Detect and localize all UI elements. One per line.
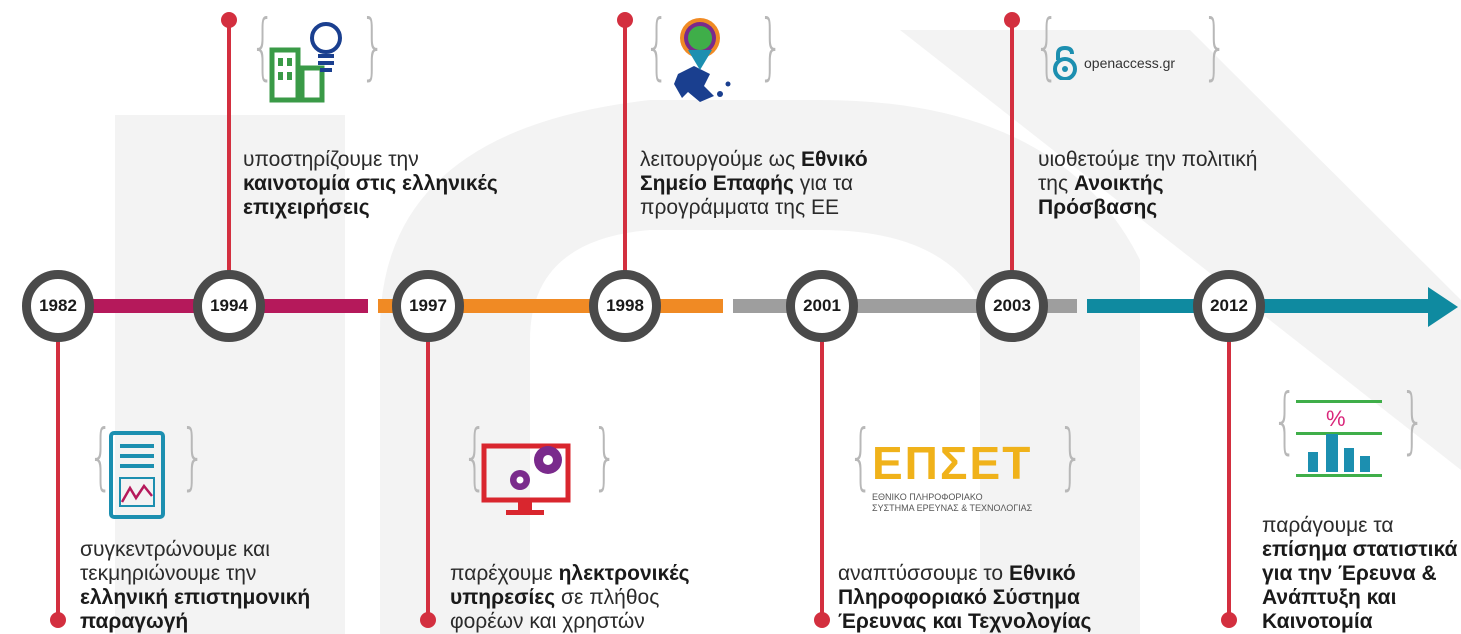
milestone-text-bold: ελληνική επιστημονική παραγωγή (80, 586, 311, 633)
year-label: 1997 (409, 296, 447, 315)
milestone-text-bold: ηλεκτρονικές υπηρεσίες (450, 562, 690, 609)
year-circle-1994: 1994 (193, 270, 265, 342)
milestone-text-normal: παράγουμε τα (1262, 514, 1394, 537)
percent-sign: % (1326, 406, 1346, 431)
epset-logo-line1: ΕΘΝΙΚΟ ΠΛΗΡΟΦΟΡΙΑΚΟ (872, 492, 983, 502)
milestone-text-normal: σε πλήθος φορέων και χρηστών (450, 586, 660, 633)
brace-right: } (180, 414, 206, 498)
year-label: 2001 (803, 296, 841, 315)
stem-1997 (426, 340, 430, 618)
statistics-chart-icon: % (1296, 400, 1382, 477)
milestone-text-bold: επίσημα στατιστικά για την Έρευνα & Ανάπ… (1262, 538, 1458, 633)
stem-1982 (56, 340, 60, 618)
document-chart-icon (109, 431, 165, 519)
openaccess-label: openaccess.gr (1084, 55, 1176, 71)
dot-1998 (617, 12, 633, 28)
milestone-text-normal: υποστηρίζουμε την (243, 148, 419, 171)
dot-1982 (50, 612, 66, 628)
dot-1997 (420, 612, 436, 628)
brace-left: { (848, 414, 874, 498)
milestone-text-bold: Εθνικό Πληροφοριακό Σύστημα Έρευνας και … (838, 562, 1092, 633)
dot-2003 (1004, 12, 1020, 28)
stem-2003 (1010, 22, 1014, 272)
milestone-text-1982: συγκεντρώνουμε και τεκμηριώνουμε την ελλ… (80, 538, 340, 634)
stem-2001 (820, 340, 824, 618)
year-label: 1998 (606, 296, 644, 315)
milestone-text-normal: λειτουργούμε ως (640, 148, 796, 171)
milestone-text-2003: υιοθετούμε την πολιτική της Ανοικτής Πρό… (1038, 148, 1268, 220)
milestone-text-normal: παρέχουμε (450, 562, 553, 585)
year-circle-2003: 2003 (976, 270, 1048, 342)
milestone-text-normal: συγκεντρώνουμε και τεκμηριώνουμε την (80, 538, 270, 585)
building-lightbulb-icon (269, 22, 342, 103)
brace-left: { (1272, 378, 1298, 462)
year-circle-1982: 1982 (22, 270, 94, 342)
year-circle-2012: 2012 (1193, 270, 1265, 342)
monitor-gears-icon (481, 443, 571, 515)
open-access-icon: openaccess.gr (1052, 46, 1175, 80)
dot-2012 (1221, 612, 1237, 628)
epset-logo-title: ΕΠΣΕΤ (872, 437, 1033, 489)
brace-right: } (360, 4, 386, 88)
epset-logo: ΕΠΣΕΤ ΕΘΝΙΚΟ ΠΛΗΡΟΦΟΡΙΑΚΟ ΣΥΣΤΗΜΑ ΕΡΕΥΝΑ… (872, 440, 1042, 514)
stem-1994 (227, 22, 231, 272)
milestone-text-2001: αναπτύσσουμε το Εθνικό Πληροφοριακό Σύστ… (838, 562, 1108, 634)
timeline-arrow-head (1428, 287, 1458, 327)
brace-right: } (758, 4, 784, 88)
milestone-text-bold: Εθνικό Σημείο Επαφής (640, 148, 868, 195)
year-circle-2001: 2001 (786, 270, 858, 342)
padlock-icon (1053, 46, 1077, 80)
epset-logo-line2: ΣΥΣΤΗΜΑ ΕΡΕΥΝΑΣ & ΤΕΧΝΟΛΟΓΙΑΣ (872, 503, 1033, 513)
greece-map-pin-icon (674, 18, 731, 102)
year-circle-1997: 1997 (392, 270, 464, 342)
milestone-text-normal: υιοθετούμε την πολιτική της (1038, 148, 1258, 195)
milestone-text-bold: καινοτομία στις ελληνικές επιχειρήσεις (243, 172, 498, 219)
year-circle-1998: 1998 (589, 270, 661, 342)
milestone-text-bold: Ανοικτής Πρόσβασης (1038, 172, 1164, 219)
year-label: 1982 (39, 296, 77, 315)
brace-right: } (1058, 414, 1084, 498)
stem-2012 (1227, 340, 1231, 618)
year-label: 1994 (210, 296, 248, 315)
milestone-text-2012: παράγουμε τα επίσημα στατιστικά για την … (1262, 514, 1458, 634)
brace-left: { (644, 4, 670, 88)
milestone-text-normal: αναπτύσσουμε το (838, 562, 1004, 585)
milestone-text-1998: λειτουργούμε ως Εθνικό Σημείο Επαφής για… (640, 148, 900, 220)
year-label: 2012 (1210, 296, 1248, 315)
milestone-text-1994: υποστηρίζουμε την καινοτομία στις ελληνι… (243, 148, 513, 220)
year-label: 2003 (993, 296, 1031, 315)
dot-1994 (221, 12, 237, 28)
milestone-text-1997: παρέχουμε ηλεκτρονικές υπηρεσίες σε πλήθ… (450, 562, 710, 634)
brace-right: } (592, 414, 618, 498)
milestone-text-normal: για τα προγράμματα της ΕΕ (640, 172, 854, 219)
dot-2001 (814, 612, 830, 628)
stem-1998 (623, 22, 627, 272)
brace-right: } (1202, 4, 1228, 88)
brace-right: } (1400, 378, 1426, 462)
